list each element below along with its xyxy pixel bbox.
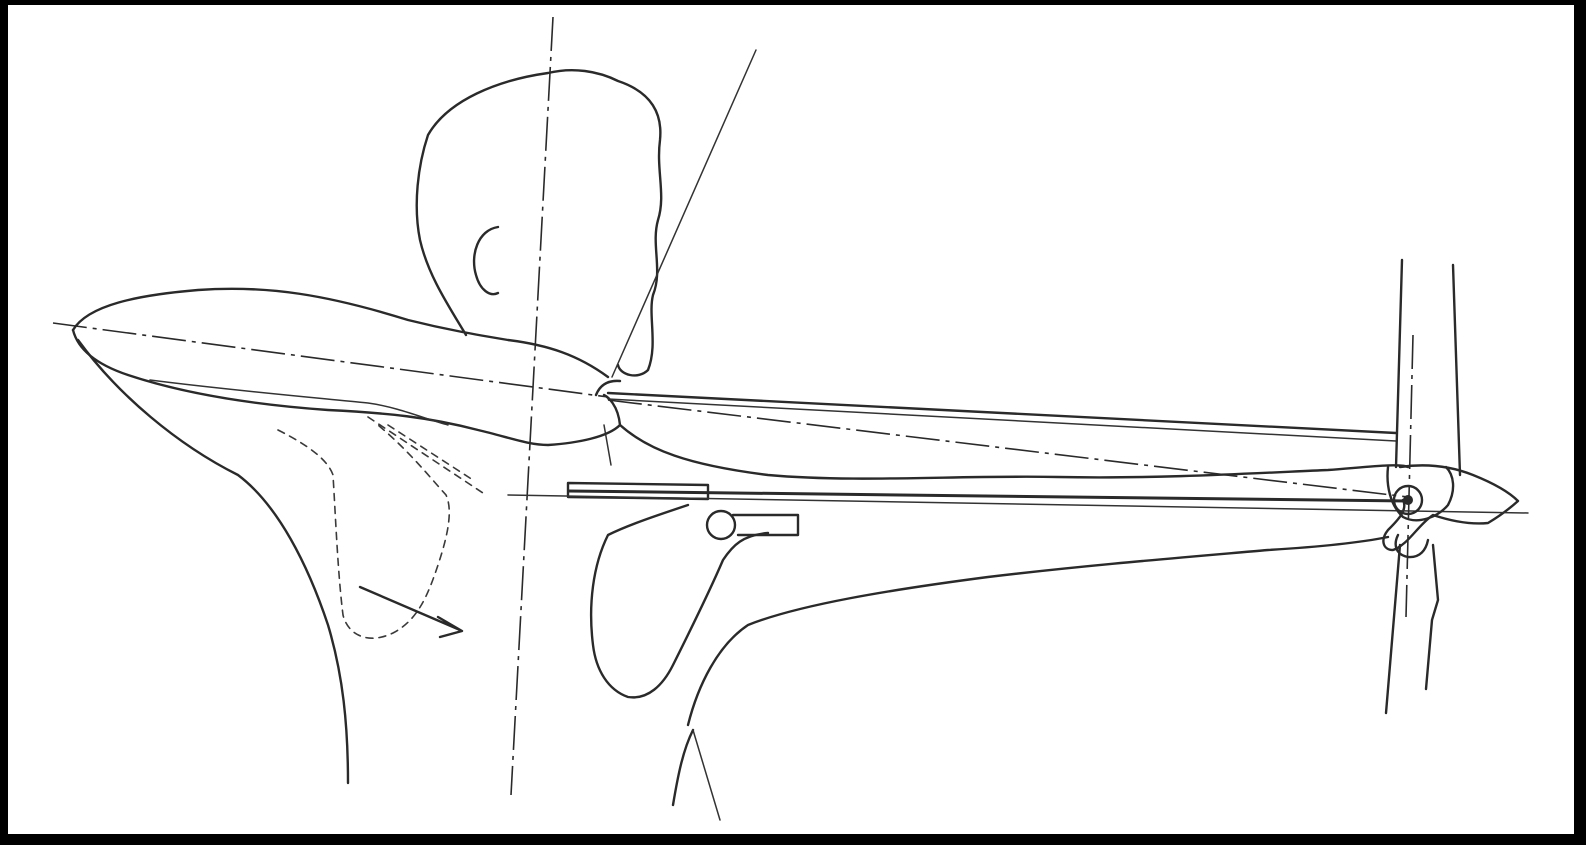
- draw-force-line: [53, 323, 608, 397]
- body-axis-line: [511, 17, 553, 795]
- bowstring-upper: [612, 50, 756, 377]
- draw-forearm-line: [150, 380, 448, 425]
- bow-limb-lower-left: [1386, 545, 1400, 713]
- ear-outline: [474, 227, 498, 294]
- bow-limb-right: [1453, 265, 1460, 475]
- archer-drawing: [8, 5, 1574, 834]
- shoulder-joint-icon: [707, 511, 735, 539]
- pivot-point-icon: [1403, 495, 1413, 505]
- movement-arrow-icon: [360, 587, 462, 637]
- scapula-dashed-line-1: [368, 417, 483, 493]
- drawn-bowstring: [608, 393, 1396, 433]
- scapula-dashed-outline: [278, 425, 449, 638]
- torso-front-line: [673, 730, 693, 805]
- drawn-bowstring-2: [608, 399, 1396, 441]
- drawing-canvas: [8, 5, 1574, 834]
- bow-hand-outline: [1383, 465, 1518, 550]
- scapula-dashed-line-2: [388, 425, 473, 480]
- torso-front-line-2: [693, 730, 720, 820]
- bow-riser-line: [1406, 335, 1413, 617]
- draw-arm-lower-outline: [73, 330, 620, 445]
- bow-arm-lower-outline: [688, 537, 1388, 725]
- bow-limb-left: [1396, 260, 1402, 467]
- draw-arm-upper-outline: [73, 289, 608, 377]
- collarbone-outline: [733, 515, 798, 535]
- aiming-line: [608, 400, 1408, 497]
- back-outline: [78, 340, 348, 783]
- chest-outline: [620, 425, 1408, 479]
- bow-limb-lower-right: [1426, 545, 1438, 689]
